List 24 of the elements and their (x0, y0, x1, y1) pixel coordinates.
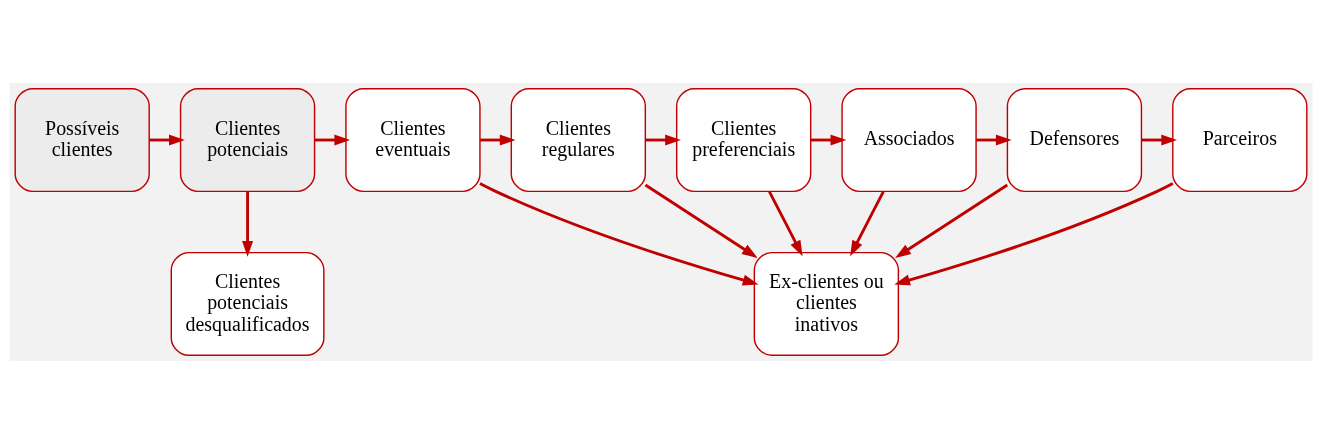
node-box: Clientes potenciais (179, 87, 316, 192)
arrow (895, 183, 1009, 258)
node-box: Clientes preferenciais (675, 87, 812, 192)
node-box: Parceiros (1172, 87, 1308, 192)
arrow (1141, 134, 1177, 146)
arrow (314, 134, 351, 146)
node-box: Clientes regulares (510, 87, 647, 192)
node-box: Defensores (1006, 87, 1143, 192)
arrow (850, 190, 885, 256)
node-box: Associados (841, 87, 977, 192)
arrow (810, 134, 847, 146)
arrow (644, 183, 758, 258)
arrow (480, 134, 516, 146)
node-box: Clientes eventuais (345, 87, 481, 192)
node-box: Possíveis clientes (14, 87, 150, 192)
arrow (768, 190, 803, 256)
arrow (149, 134, 185, 146)
node-box: Ex-clientes ou clientes inativos (753, 251, 900, 356)
arrow (242, 191, 254, 257)
node-box: Clientes potenciais desqualificados (170, 251, 325, 356)
arrow (894, 181, 1174, 285)
arrow (645, 134, 681, 146)
arrow (976, 134, 1012, 146)
arrow (479, 181, 759, 285)
